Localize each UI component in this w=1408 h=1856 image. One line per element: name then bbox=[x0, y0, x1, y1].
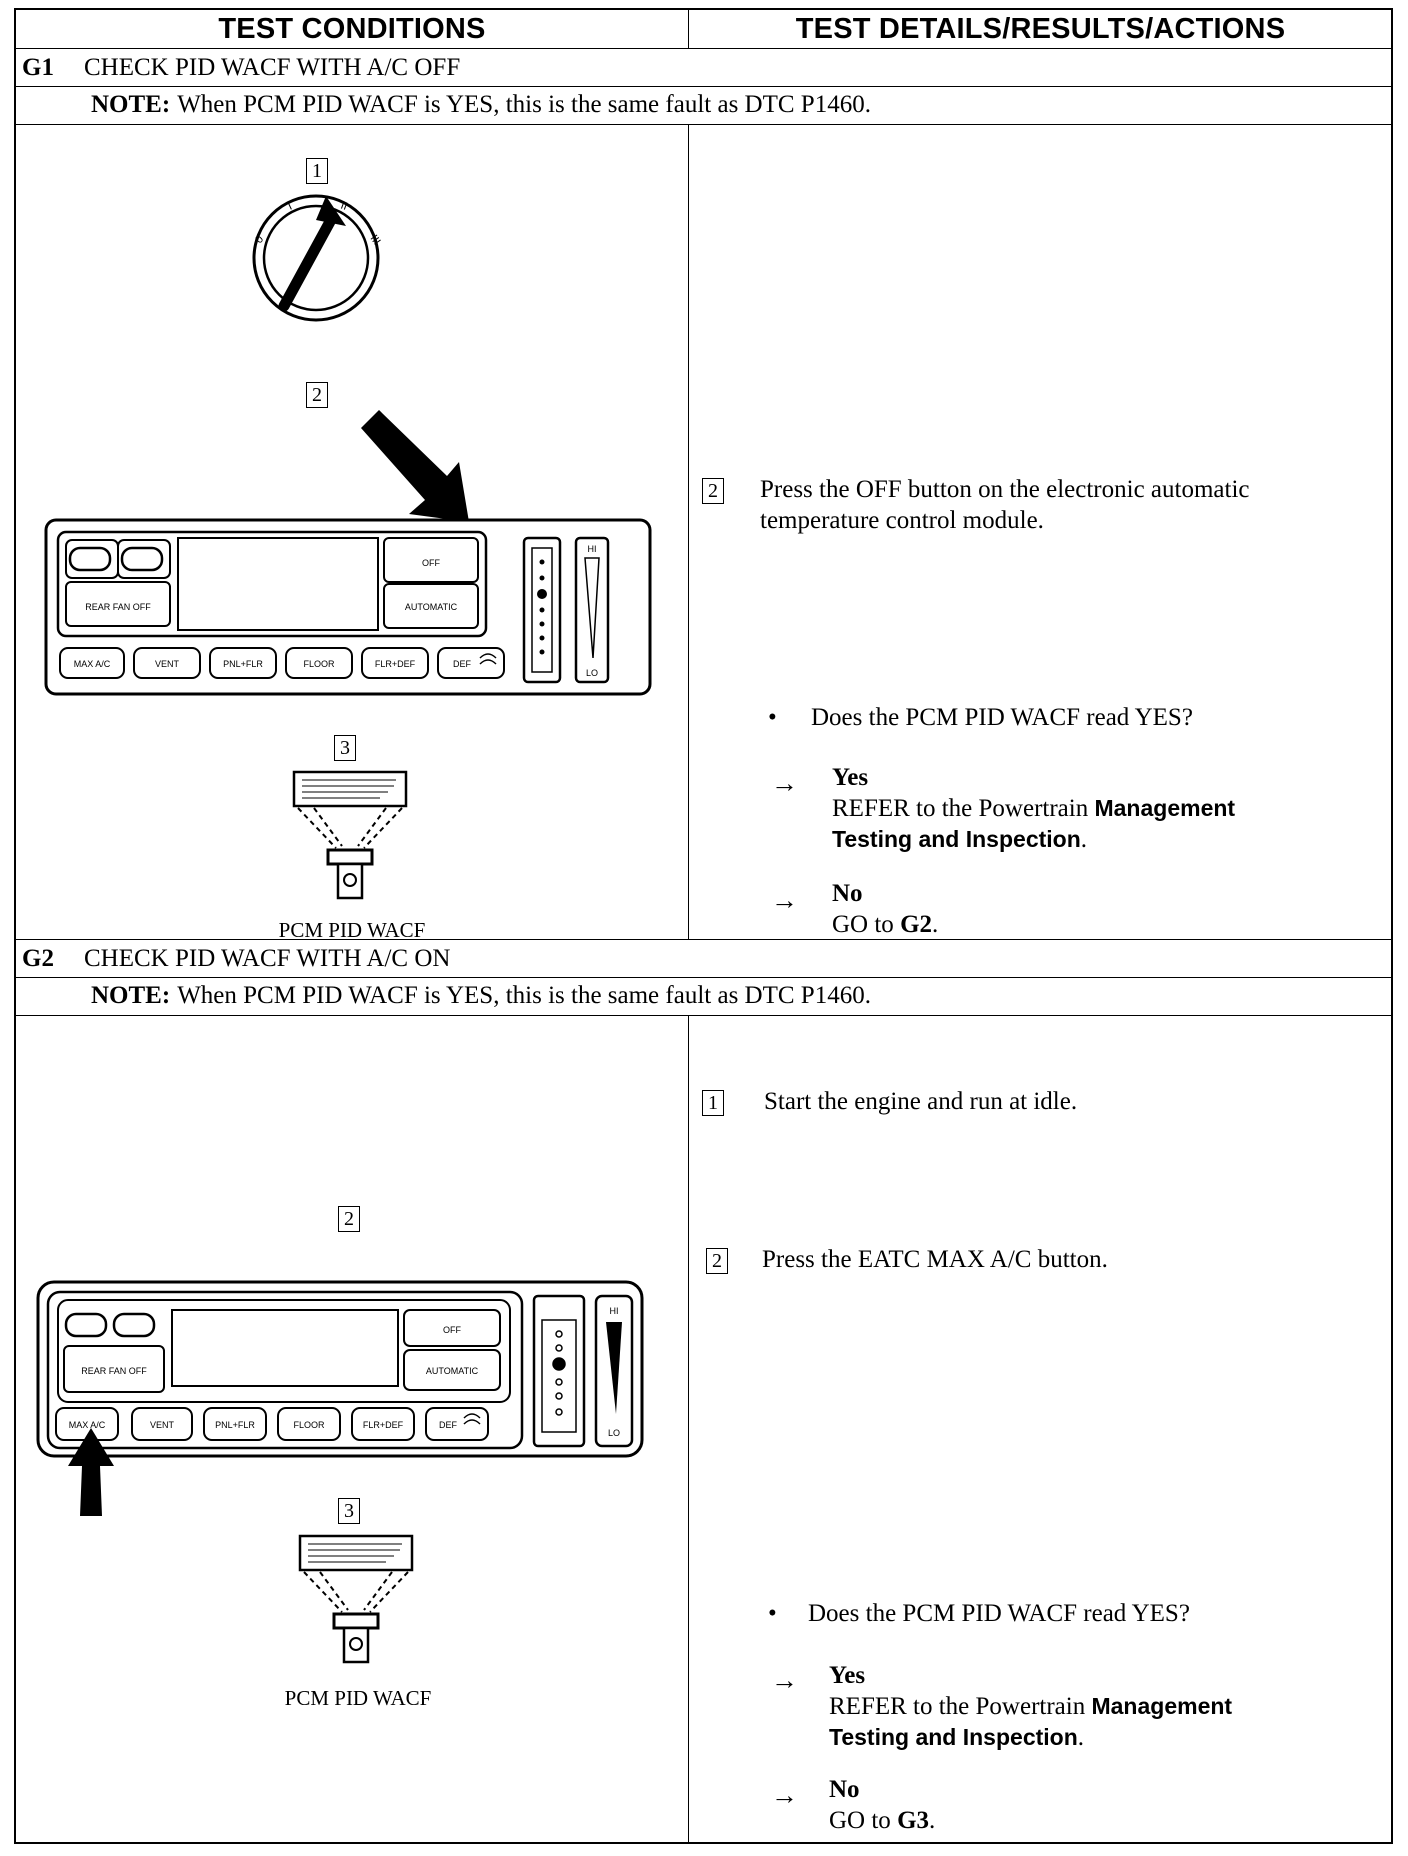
svg-text:AUTOMATIC: AUTOMATIC bbox=[405, 602, 458, 612]
svg-text:FLOOR: FLOOR bbox=[293, 1420, 325, 1430]
header-test-conditions: TEST CONDITIONS bbox=[218, 12, 486, 45]
pointer-arrow-icon bbox=[361, 410, 469, 522]
g1-label-1: 1 bbox=[306, 158, 328, 184]
svg-text:MAX A/C: MAX A/C bbox=[74, 659, 111, 669]
g2-action1-num: 1 bbox=[702, 1090, 724, 1116]
g2-yes-branch: Yes REFER to the Powertrain Management T… bbox=[829, 1662, 1233, 1751]
ignition-switch-icon: 0 I II III bbox=[252, 194, 383, 322]
svg-text:FLR+DEF: FLR+DEF bbox=[363, 1420, 404, 1430]
svg-text:REAR FAN OFF: REAR FAN OFF bbox=[85, 602, 151, 612]
svg-text:OFF: OFF bbox=[422, 558, 440, 568]
svg-text:DEF: DEF bbox=[453, 659, 472, 669]
g1-no-branch: No GO to G2. bbox=[832, 880, 939, 938]
test-table: TEST CONDITIONS TEST DETAILS/RESULTS/ACT… bbox=[14, 8, 1393, 1844]
svg-text:LO: LO bbox=[608, 1428, 620, 1438]
g2-action1-text: Start the engine and run at idle. bbox=[764, 1088, 1078, 1115]
svg-text:PNL+FLR: PNL+FLR bbox=[223, 659, 263, 669]
svg-text:FLR+DEF: FLR+DEF bbox=[375, 659, 416, 669]
scan-tool-icon-g2 bbox=[298, 1534, 414, 1664]
g1-yes-branch: Yes REFER to the Powertrain Management T… bbox=[832, 764, 1236, 853]
climate-control-panel-g1: REAR FAN OFF OFF AUTOMATIC MAX A/C VENT … bbox=[44, 518, 652, 696]
scan-tool-icon bbox=[292, 770, 408, 900]
step-g2-title: G2 CHECK PID WACF WITH A/C ON bbox=[22, 945, 451, 972]
svg-text:II: II bbox=[339, 200, 349, 213]
svg-text:HI: HI bbox=[610, 1306, 619, 1316]
diagnostic-page: TEST CONDITIONS TEST DETAILS/RESULTS/ACT… bbox=[14, 8, 1393, 1848]
svg-text:PNL+FLR: PNL+FLR bbox=[215, 1420, 255, 1430]
g1-label-2: 2 bbox=[306, 382, 328, 408]
svg-text:FLOOR: FLOOR bbox=[303, 659, 335, 669]
g2-question: Does the PCM PID WACF read YES? bbox=[808, 1600, 1190, 1627]
g1-action-num: 2 bbox=[702, 478, 724, 504]
svg-text:MAX A/C: MAX A/C bbox=[69, 1420, 106, 1430]
svg-text:I: I bbox=[286, 201, 294, 213]
svg-text:HI: HI bbox=[588, 544, 597, 554]
svg-text:VENT: VENT bbox=[150, 1420, 175, 1430]
step-g1-title: G1 CHECK PID WACF WITH A/C OFF bbox=[22, 54, 461, 81]
svg-text:VENT: VENT bbox=[155, 659, 180, 669]
g2-caption: PCM PID WACF bbox=[284, 1686, 432, 1710]
svg-text:DEF: DEF bbox=[439, 1420, 458, 1430]
g1-question: Does the PCM PID WACF read YES? bbox=[811, 704, 1193, 731]
svg-text:LO: LO bbox=[586, 668, 598, 678]
svg-text:III: III bbox=[368, 233, 383, 247]
header-test-details: TEST DETAILS/RESULTS/ACTIONS bbox=[795, 12, 1286, 45]
step-g2-note: NOTE: When PCM PID WACF is YES, this is … bbox=[91, 982, 871, 1009]
g1-action-text: Press the OFF button on the electronic a… bbox=[760, 476, 1250, 534]
g2-label-2: 2 bbox=[338, 1206, 360, 1232]
climate-control-panel-g2: REAR FAN OFF OFF AUTOMATIC MAX A/C VENT … bbox=[36, 1280, 644, 1458]
step-g1-note: NOTE: When PCM PID WACF is YES, this is … bbox=[91, 91, 871, 118]
up-arrow-icon bbox=[68, 1428, 114, 1516]
g1-label-3: 3 bbox=[334, 735, 356, 761]
g1-caption: PCM PID WACF bbox=[278, 918, 426, 942]
g2-label-3: 3 bbox=[338, 1498, 360, 1524]
g2-action2-text: Press the EATC MAX A/C button. bbox=[762, 1246, 1108, 1273]
g2-action2-num: 2 bbox=[706, 1248, 728, 1274]
svg-text:AUTOMATIC: AUTOMATIC bbox=[426, 1366, 479, 1376]
svg-text:OFF: OFF bbox=[443, 1325, 461, 1335]
g2-no-branch: No GO to G3. bbox=[829, 1776, 936, 1834]
svg-text:REAR FAN OFF: REAR FAN OFF bbox=[81, 1366, 147, 1376]
